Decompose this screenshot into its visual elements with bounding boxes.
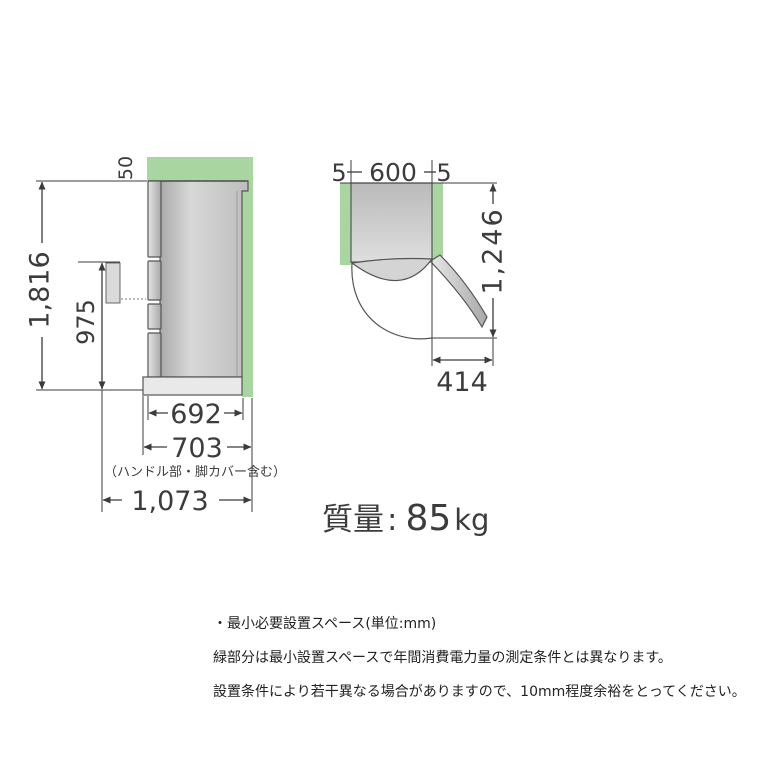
note-installation-margin: 設置条件により若干異なる場合がありますので、10mm程度余裕をとってください。 <box>213 684 746 700</box>
handle-height-label: 975 <box>72 299 100 345</box>
right-clearance-label: 5 <box>436 159 451 187</box>
weight-label: 質量 <box>322 502 384 538</box>
door-panel-drawer-3 <box>147 332 162 378</box>
top-door-open-depth-label: 1,246 <box>478 207 509 294</box>
left-clearance-label: 5 <box>331 159 346 187</box>
fridge-side-cabinet <box>159 180 249 378</box>
clearance-right-zone <box>432 183 443 261</box>
top-clearance-label: 50 <box>115 156 137 180</box>
door-panel-drawer-1 <box>147 260 162 301</box>
installation-notes: ・最小必要設置スペース(単位:mm) 緑部分は最小設置スペースで年間消費電力量の… <box>213 614 765 716</box>
right-door-open <box>431 254 488 329</box>
note-green-area: 緑部分は最小設置スペースで年間消費電力量の測定条件とは異なります。 <box>213 650 672 666</box>
note-minimum-space: ・最小必要設置スペース(単位:mm) <box>213 616 437 632</box>
overall-depth-note: （ハンドル部・脚カバー含む） <box>104 464 286 480</box>
weight-separator: : <box>387 502 397 538</box>
door-open-depth-label: 1,073 <box>131 486 208 517</box>
door-swing-arc <box>351 262 433 340</box>
fridge-top-body <box>350 182 433 263</box>
weight-unit: kg <box>454 503 489 537</box>
body-width-label: 600 <box>369 158 417 187</box>
overall-depth-label: 703 <box>171 433 223 464</box>
door-swing-label: 414 <box>436 367 488 398</box>
handle-outline <box>105 262 121 304</box>
door-panel-fridge <box>147 180 162 258</box>
clearance-left-zone <box>340 183 351 265</box>
weight-value: 85 <box>405 498 451 539</box>
side-view: 50 1,816 975 692 <box>25 156 287 517</box>
clearance-back-zone <box>242 181 253 397</box>
body-depth-label: 692 <box>170 399 222 430</box>
top-view: 5 600 5 1,246 414 <box>331 158 508 398</box>
left-door-closed <box>350 257 434 282</box>
fridge-base <box>142 376 243 396</box>
door-panel-drawer-2 <box>147 303 162 330</box>
total-height-label: 1,816 <box>25 251 56 328</box>
clearance-top-zone <box>147 157 253 181</box>
